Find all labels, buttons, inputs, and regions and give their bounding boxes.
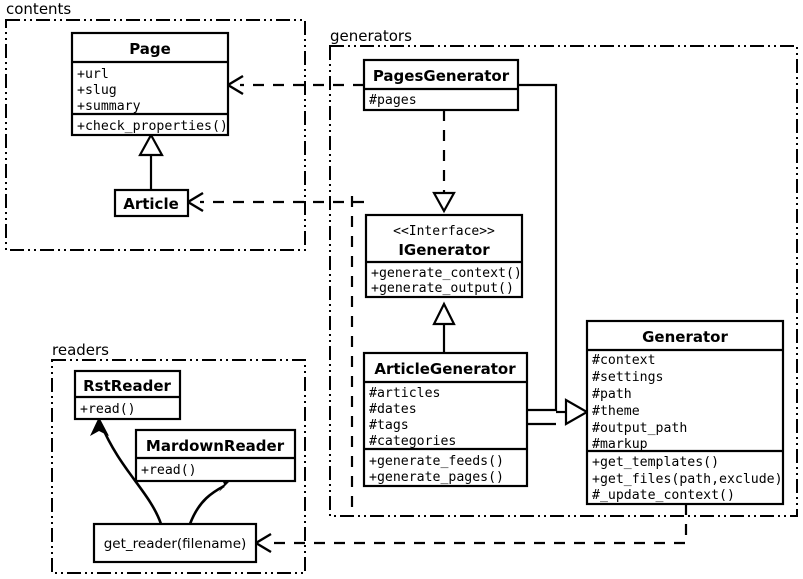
package-generators: generators: [329, 27, 798, 517]
class-page-title: Page: [129, 40, 171, 58]
package-generators-border: [329, 45, 798, 517]
package-contents-border: [5, 19, 306, 251]
class-article-generator-op-1: +generate_pages(): [369, 470, 504, 485]
class-igenerator-box[interactable]: [364, 213, 524, 299]
class-generator[interactable]: Generator #context #settings #path #them…: [585, 319, 785, 506]
class-article-generator-box[interactable]: [362, 351, 529, 488]
class-igenerator-stereotype: <<Interface>>: [393, 224, 495, 239]
edge-article-inherits-page: [138, 132, 164, 190]
generalization-line-pagesgen-to-generator: [518, 83, 558, 412]
edge-articlegenerator-realizes-igenerator: [432, 301, 456, 355]
class-igenerator-title: IGenerator: [398, 241, 490, 259]
class-rst-reader-title: RstReader: [83, 377, 171, 395]
class-igenerator-op-0: +generate_context(): [371, 266, 522, 281]
class-pages-generator-attr-0: #pages: [369, 93, 417, 108]
association-curve-mardownreader: [188, 484, 225, 525]
hollow-triangle-icon: [432, 301, 456, 326]
hollow-triangle-icon: [138, 132, 164, 157]
edge-getreader-returns-rstreader: [90, 417, 163, 525]
package-readers-label: readers: [52, 341, 109, 359]
class-article-generator-attr-2: #tags: [369, 418, 409, 433]
class-article-generator[interactable]: ArticleGenerator #articles #dates #tags …: [362, 351, 529, 488]
class-generator-op-1: +get_files(path,exclude): [592, 472, 783, 487]
class-page[interactable]: Page +url +slug +summary +check_properti…: [70, 31, 230, 137]
class-mardown-reader-title: MardownReader: [146, 437, 285, 455]
edge-generator-uses-getreader: [253, 504, 688, 554]
class-page-op-0: +check_properties(): [77, 119, 228, 134]
class-mardown-reader-box[interactable]: [134, 428, 297, 483]
function-get-reader-label: get_reader(filename): [104, 536, 247, 552]
hollow-triangle-icon: [432, 191, 456, 214]
package-generators-label: generators: [330, 27, 412, 45]
edge-pagesgenerator-realizes-igenerator: [432, 110, 456, 214]
open-arrowhead-icon: [253, 532, 272, 554]
class-igenerator-op-1: +generate_output(): [371, 281, 514, 296]
class-article[interactable]: Article: [113, 188, 190, 218]
class-page-attr-0: +url: [77, 67, 109, 82]
association-curve-rstreader: [99, 423, 163, 525]
class-generator-op-0: +get_templates(): [592, 455, 719, 470]
edge-pagesgenerator-uses-page: [225, 74, 364, 96]
function-get-reader[interactable]: get_reader(filename): [92, 522, 258, 564]
class-article-generator-attr-1: #dates: [369, 402, 417, 417]
package-contents-label: contents: [6, 0, 71, 18]
class-generator-attr-5: #markup: [592, 437, 648, 452]
class-generator-attr-1: #settings: [592, 370, 663, 385]
class-generator-title: Generator: [642, 328, 728, 346]
package-contents: contents: [5, 0, 306, 251]
class-pages-generator-box[interactable]: [362, 58, 520, 112]
package-readers: readers: [51, 341, 306, 574]
class-article-generator-attr-0: #articles: [369, 386, 440, 401]
class-article-box[interactable]: [113, 188, 190, 218]
package-readers-border: [51, 359, 306, 574]
function-get-reader-box[interactable]: [92, 522, 258, 564]
class-generator-attr-3: #theme: [592, 404, 640, 419]
class-generator-op-2: #_update_context(): [592, 488, 735, 503]
class-generator-attr-4: #output_path: [592, 421, 687, 436]
class-rst-reader[interactable]: RstReader +read(): [73, 369, 182, 421]
class-pages-generator-title: PagesGenerator: [373, 67, 510, 85]
class-generator-attr-0: #context: [592, 353, 656, 368]
solid-arrowhead-icon: [90, 417, 109, 436]
class-rst-reader-op-0: +read(): [80, 402, 136, 417]
edge-generators-inherit-generator: [518, 83, 590, 426]
class-mardown-reader[interactable]: MardownReader +read(): [134, 428, 297, 483]
class-article-generator-op-0: +generate_feeds(): [369, 454, 504, 469]
class-article-title: Article: [123, 195, 179, 213]
class-igenerator[interactable]: <<Interface>> IGenerator +generate_conte…: [364, 213, 524, 299]
class-page-box[interactable]: [70, 31, 230, 137]
class-pages-generator[interactable]: PagesGenerator #pages: [362, 58, 520, 112]
hollow-triangle-icon: [564, 398, 590, 426]
class-generator-box[interactable]: [585, 319, 785, 506]
class-rst-reader-box[interactable]: [73, 369, 182, 421]
class-article-generator-attr-3: #categories: [369, 434, 456, 449]
class-mardown-reader-op-0: +read(): [141, 463, 197, 478]
edge-articlegenerator-uses-article: [185, 191, 364, 213]
class-page-attr-2: +summary: [77, 99, 141, 114]
class-page-attr-1: +slug: [77, 83, 117, 98]
class-article-generator-title: ArticleGenerator: [374, 360, 516, 378]
class-generator-attr-2: #path: [592, 387, 632, 402]
